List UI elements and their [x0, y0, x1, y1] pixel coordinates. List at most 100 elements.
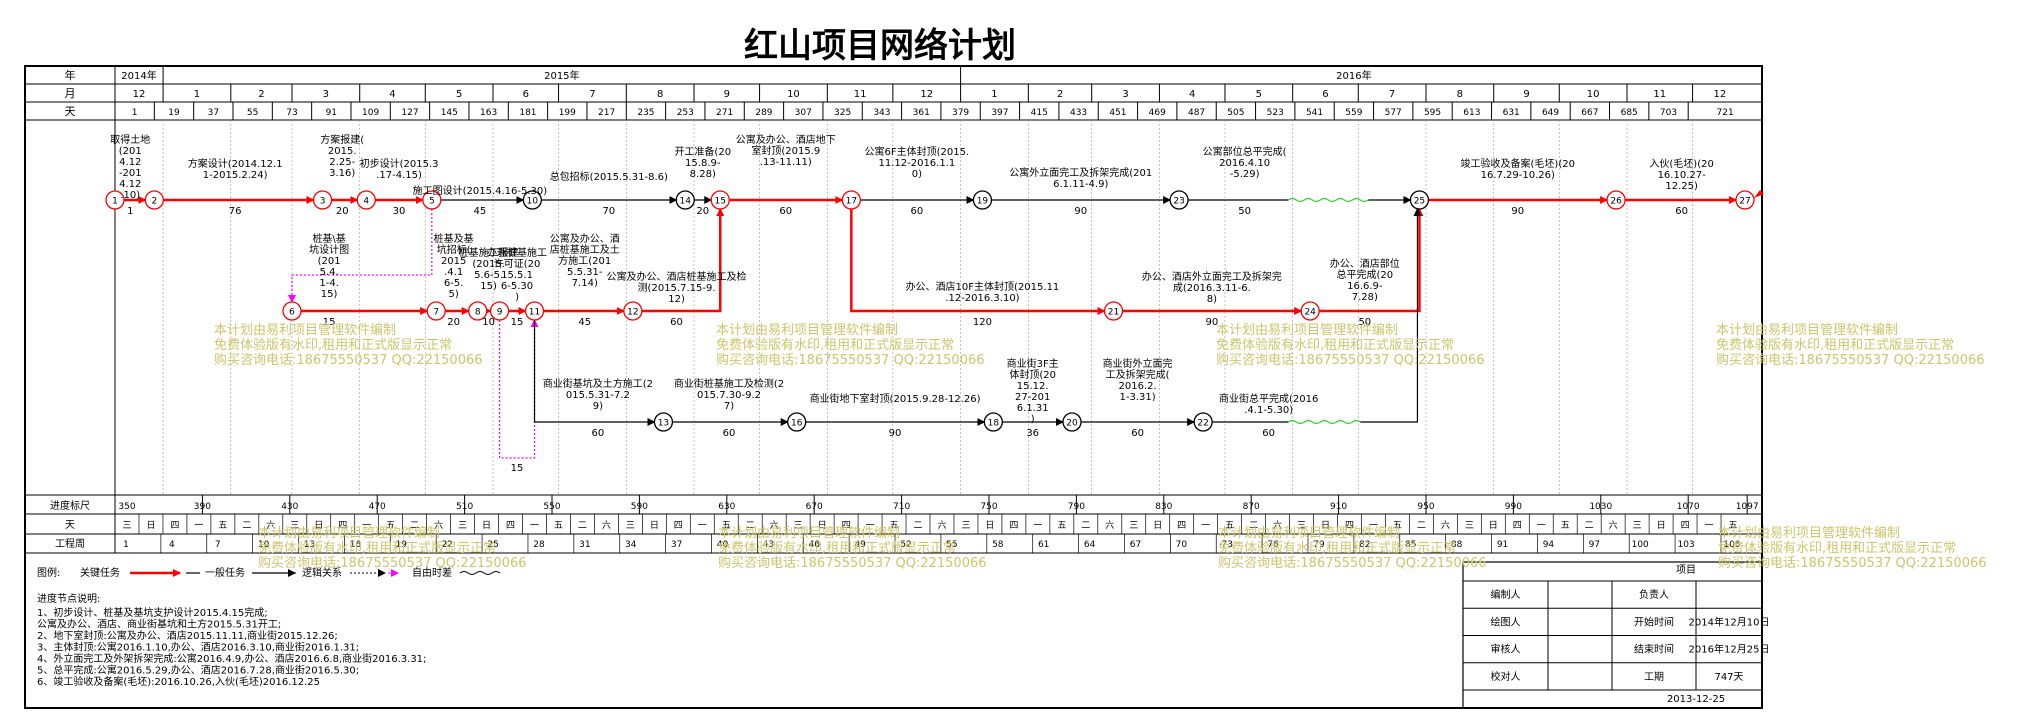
task-label: 5.5.31-: [567, 267, 603, 278]
notes-line: 5、总平完成:公寓2016.5.29,办公、酒店2016.7.28,商业街201…: [37, 664, 359, 677]
weekday-value: 四: [1009, 521, 1018, 531]
task-label: 初步设计(2015.3: [360, 157, 439, 170]
weekday-value: 二: [578, 521, 587, 531]
progress-scale-value: 950: [1417, 502, 1434, 512]
progress-scale-value: 710: [893, 502, 910, 512]
task-label: 商业街地下室封顶(2015.9.28-12.26): [810, 392, 981, 405]
week-value: 43: [763, 540, 774, 550]
network-node: [623, 301, 643, 321]
network-node: [710, 190, 730, 210]
legend-free-label: 自由时差: [412, 566, 452, 579]
task-label: 015.5.31-7.2: [566, 390, 630, 401]
week-value: 88: [1451, 540, 1463, 550]
node-number: 1: [112, 197, 118, 207]
year-label: 2014年: [121, 69, 156, 82]
weekday-value: 五: [218, 521, 227, 531]
day-label: 505: [1227, 108, 1244, 118]
task-duration: 10: [482, 317, 495, 328]
progress-scale-value: 790: [1068, 502, 1085, 512]
task-label: 商业街外立面完: [1103, 357, 1173, 370]
title-block-value: 747天: [1714, 672, 1743, 683]
weekday-value: 六: [1441, 519, 1450, 531]
weekday-value: 三: [458, 521, 467, 531]
task-duration: 15: [511, 463, 524, 474]
week-value: 7: [215, 540, 221, 550]
weekday-value: 四: [1513, 521, 1522, 531]
month-label: 5: [1256, 89, 1262, 100]
weekday-value: 一: [1705, 521, 1714, 531]
day-label: 361: [913, 108, 930, 118]
task-arrow: [850, 209, 1106, 315]
task-label: 6-5.: [444, 278, 464, 289]
task-label: 6.1.11-4.9): [1053, 179, 1108, 190]
task-duration: 60: [670, 317, 683, 328]
watermark-text: 本计划由易利项目管理软件编制: [716, 323, 898, 338]
task-duration: 60: [1131, 428, 1144, 439]
title-block-label: 负责人: [1639, 588, 1669, 601]
node-number: 20: [1066, 419, 1078, 429]
weekday-value: 五: [1393, 521, 1402, 531]
task-label: 施工图设计(2015.4.16-5.30): [413, 184, 548, 197]
task-label: 5): [449, 289, 459, 300]
task-label: 11.12-2016.1.1: [878, 158, 955, 169]
task-label: 8): [1207, 294, 1217, 305]
watermark-text: 购买咨询电话:18675550537 QQ:22150066: [1218, 555, 1487, 571]
task-label: 16.6.9-: [1347, 281, 1383, 292]
weekday-value: 一: [698, 521, 707, 531]
title-block-label: 审核人: [1491, 643, 1521, 656]
node-number: 23: [1173, 197, 1184, 207]
weekday-value: 四: [842, 521, 851, 531]
network-node: [1062, 412, 1082, 432]
day-label: 343: [873, 108, 890, 118]
task-duration: 60: [723, 428, 736, 439]
month-label: 9: [1523, 89, 1529, 100]
watermark-text: 购买咨询电话:18675550537 QQ:22150066: [214, 352, 483, 368]
weekday-value: 三: [1297, 521, 1306, 531]
weekday-value: 二: [242, 521, 251, 531]
month-label: 2: [258, 89, 264, 100]
weekday-value: 三: [122, 521, 131, 531]
task-label: 15.12.: [1017, 381, 1049, 392]
progress-scale-value: 910: [1330, 502, 1347, 512]
task-label: 桩基施工报建: [459, 246, 519, 259]
weekday-value: 四: [170, 521, 179, 531]
node-number: 8: [475, 308, 481, 318]
week-value: 34: [625, 540, 637, 550]
node-number: 25: [1414, 197, 1425, 207]
task-label: 4.12: [119, 179, 141, 190]
notes-title: 进度节点说明:: [37, 592, 100, 605]
node-number: 16: [791, 419, 803, 429]
month-label: 11: [854, 89, 867, 100]
task-label: 办公、酒店外立面完工及拆架完: [1142, 270, 1282, 283]
weekday-value: 五: [722, 521, 731, 531]
week-value: 1: [123, 540, 129, 550]
task-label: .4.1: [444, 267, 463, 278]
week-value: 28: [533, 540, 545, 550]
task-label: 总包招标(2015.5.31-8.6): [550, 170, 668, 183]
weekday-value: 三: [1465, 521, 1474, 531]
weekday-value: 四: [1177, 521, 1186, 531]
day-label: 415: [1031, 108, 1048, 118]
weekday-value: 四: [1681, 521, 1690, 531]
task-label: 12): [668, 294, 685, 305]
month-label: 8: [657, 89, 663, 100]
week-value: 37: [671, 540, 682, 550]
task-label: ): [1031, 414, 1035, 425]
node-number: 13: [658, 419, 669, 429]
node-number: 7: [433, 308, 439, 318]
float-wave: [1287, 197, 1369, 203]
task-label: 15): [321, 289, 338, 300]
weekday-value: 六: [1105, 519, 1114, 531]
progress-scale-value: 870: [1243, 502, 1260, 512]
weekday-value: 一: [866, 521, 875, 531]
weekday-value: 日: [650, 520, 659, 531]
day-label: 685: [1621, 108, 1638, 118]
weekday-value: 六: [1273, 519, 1282, 531]
weekday-value: 日: [482, 520, 491, 531]
network-node: [1193, 412, 1213, 432]
node-number: 24: [1304, 308, 1316, 318]
week-value: 73: [1222, 540, 1233, 550]
title-block-label: 绘图人: [1491, 615, 1521, 628]
month-label: 3: [1122, 89, 1128, 100]
week-value: 97: [1589, 540, 1600, 550]
